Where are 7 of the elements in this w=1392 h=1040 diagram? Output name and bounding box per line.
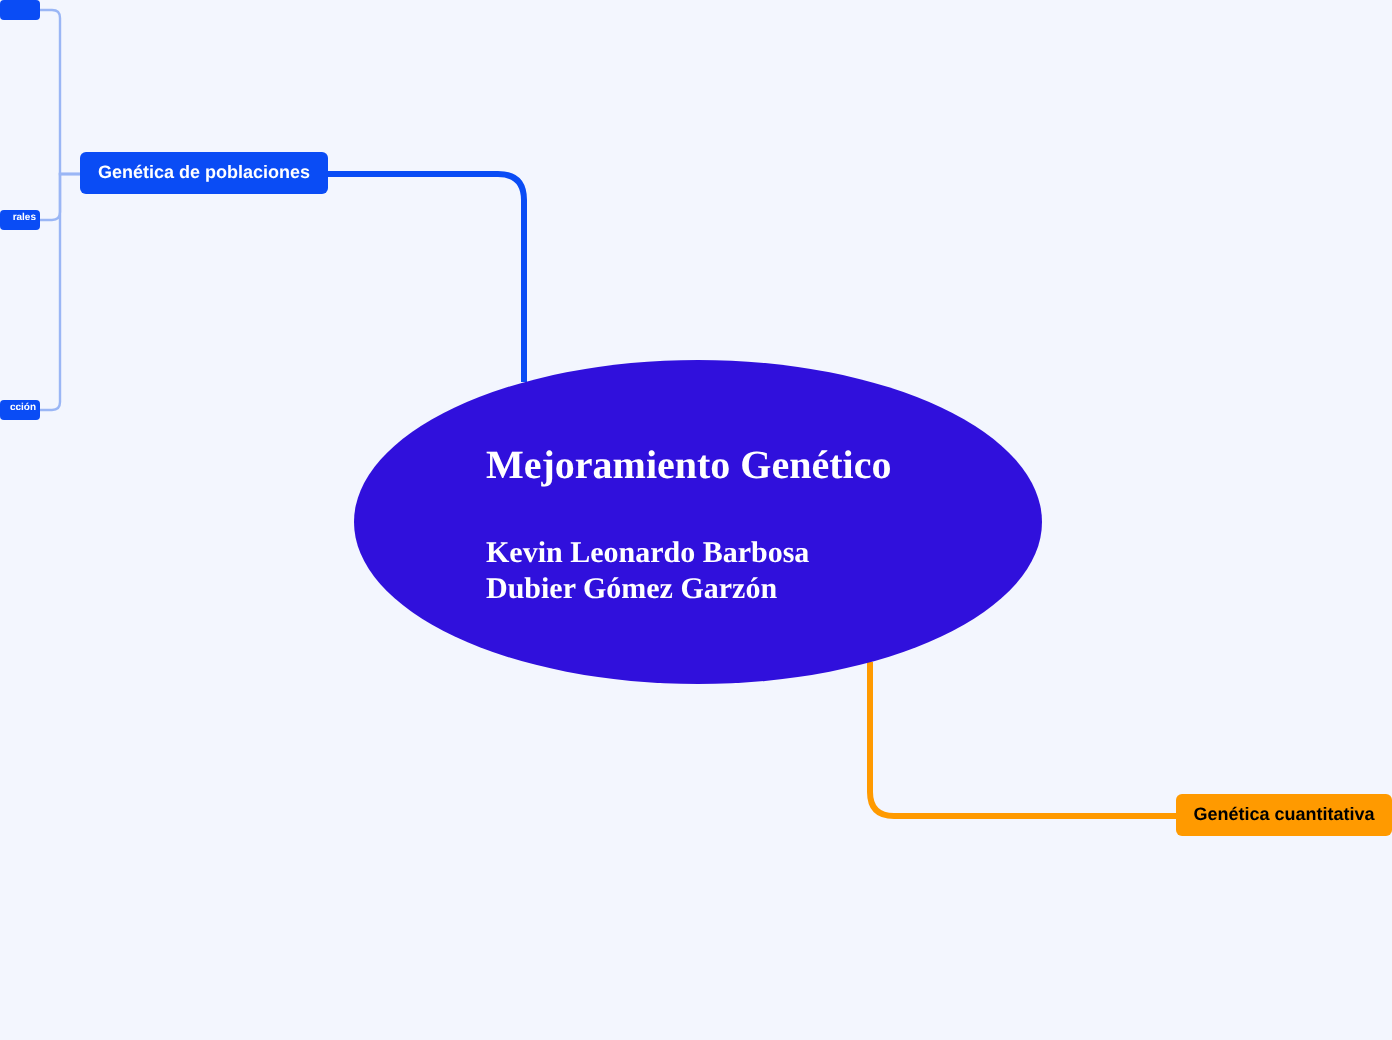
branch-line	[328, 171, 527, 382]
empty-box	[0, 0, 40, 20]
central-title: Mejoramiento Genético	[486, 442, 892, 492]
topic-box: Genética cuantitativa	[1176, 794, 1392, 836]
author-names: Kevin Leonardo Barbosa Dubier Gómez Garzón	[486, 536, 812, 608]
topic-box: Genética de poblaciones	[80, 152, 328, 194]
branch-line	[867, 662, 1176, 819]
